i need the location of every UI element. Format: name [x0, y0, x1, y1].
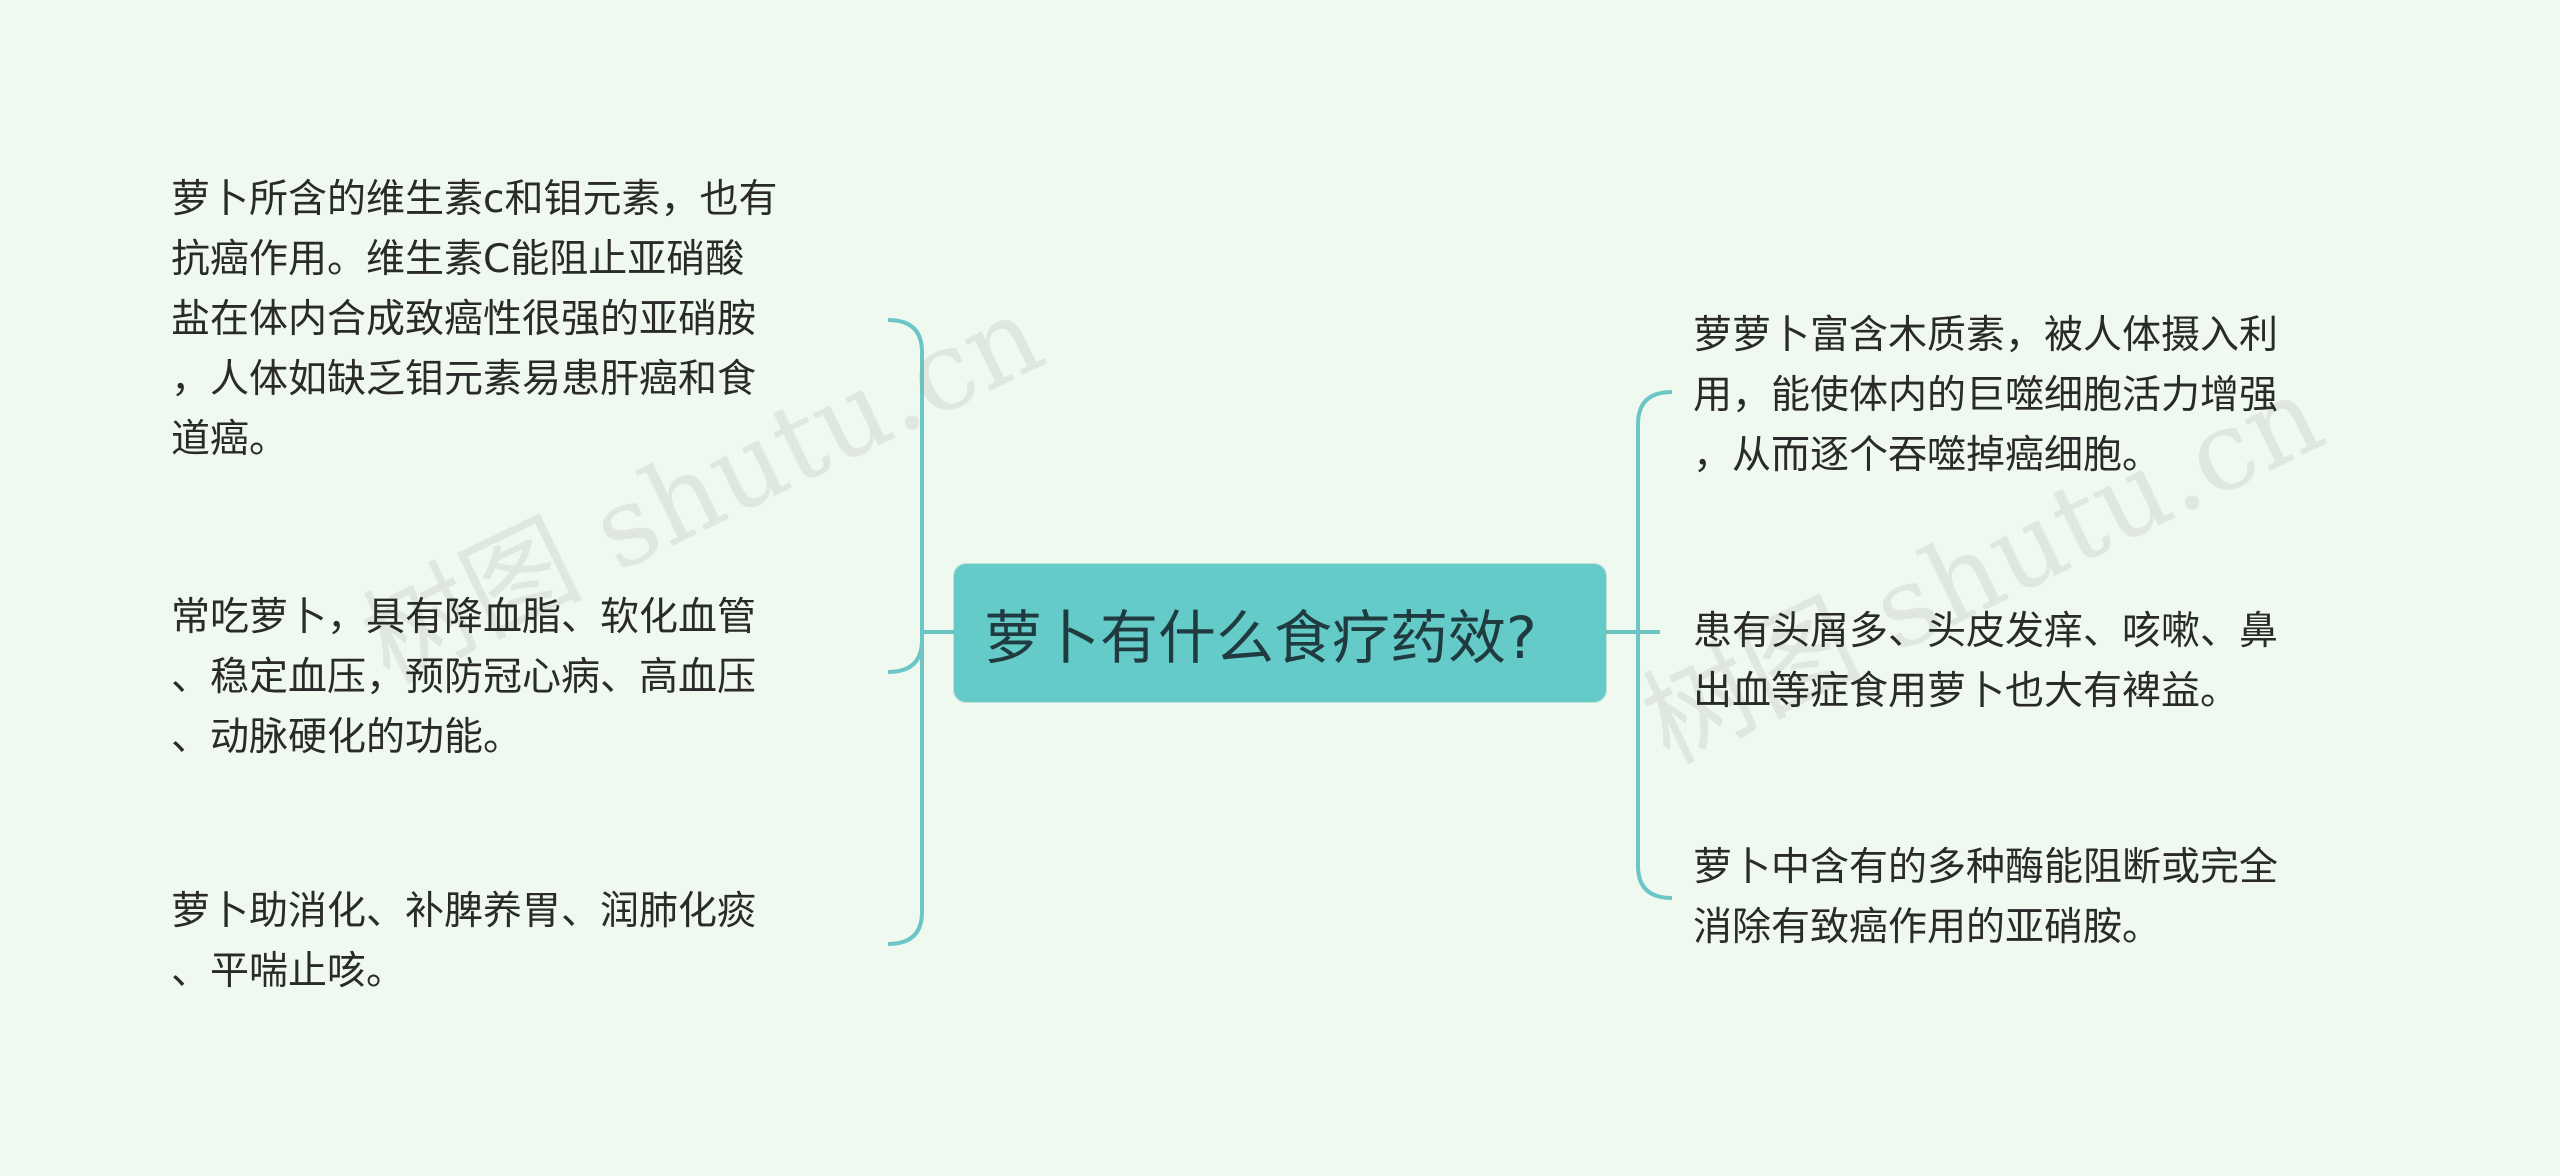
central-topic[interactable]: 萝卜有什么食疗药效? [954, 564, 1606, 702]
right-branch-node-2[interactable]: 患有头屑多、头皮发痒、咳嗽、鼻 出血等症食用萝卜也大有裨益。 [1693, 609, 2279, 714]
left-branch-node-2[interactable]: 常吃萝卜，具有降血脂、软化血管 、稳定血压，预防冠心病、高血压 、动脉硬化的功能… [171, 595, 757, 760]
right-branch-node-1[interactable]: 萝萝卜富含木质素，被人体摄入利 用，能使体内的巨噬细胞活力增强 ，从而逐个吞噬掉… [1693, 313, 2279, 478]
connector-left-trunk [887, 318, 924, 946]
left-branch-node-3[interactable]: 萝卜助消化、补脾养胃、润肺化痰 、平喘止咳。 [171, 889, 757, 994]
central-topic-label: 萝卜有什么食疗药效? [984, 604, 1537, 672]
right-branch-node-3[interactable]: 萝卜中含有的多种酶能阻断或完全 消除有致癌作用的亚硝胺。 [1693, 845, 2279, 950]
connector-left-mid [887, 639, 924, 674]
connector-right-trunk [1636, 390, 1673, 900]
left-branch-node-1[interactable]: 萝卜所含的维生素c和钼元素，也有 抗癌作用。维生素C能阻止亚硝酸 盐在体内合成致… [171, 177, 778, 462]
